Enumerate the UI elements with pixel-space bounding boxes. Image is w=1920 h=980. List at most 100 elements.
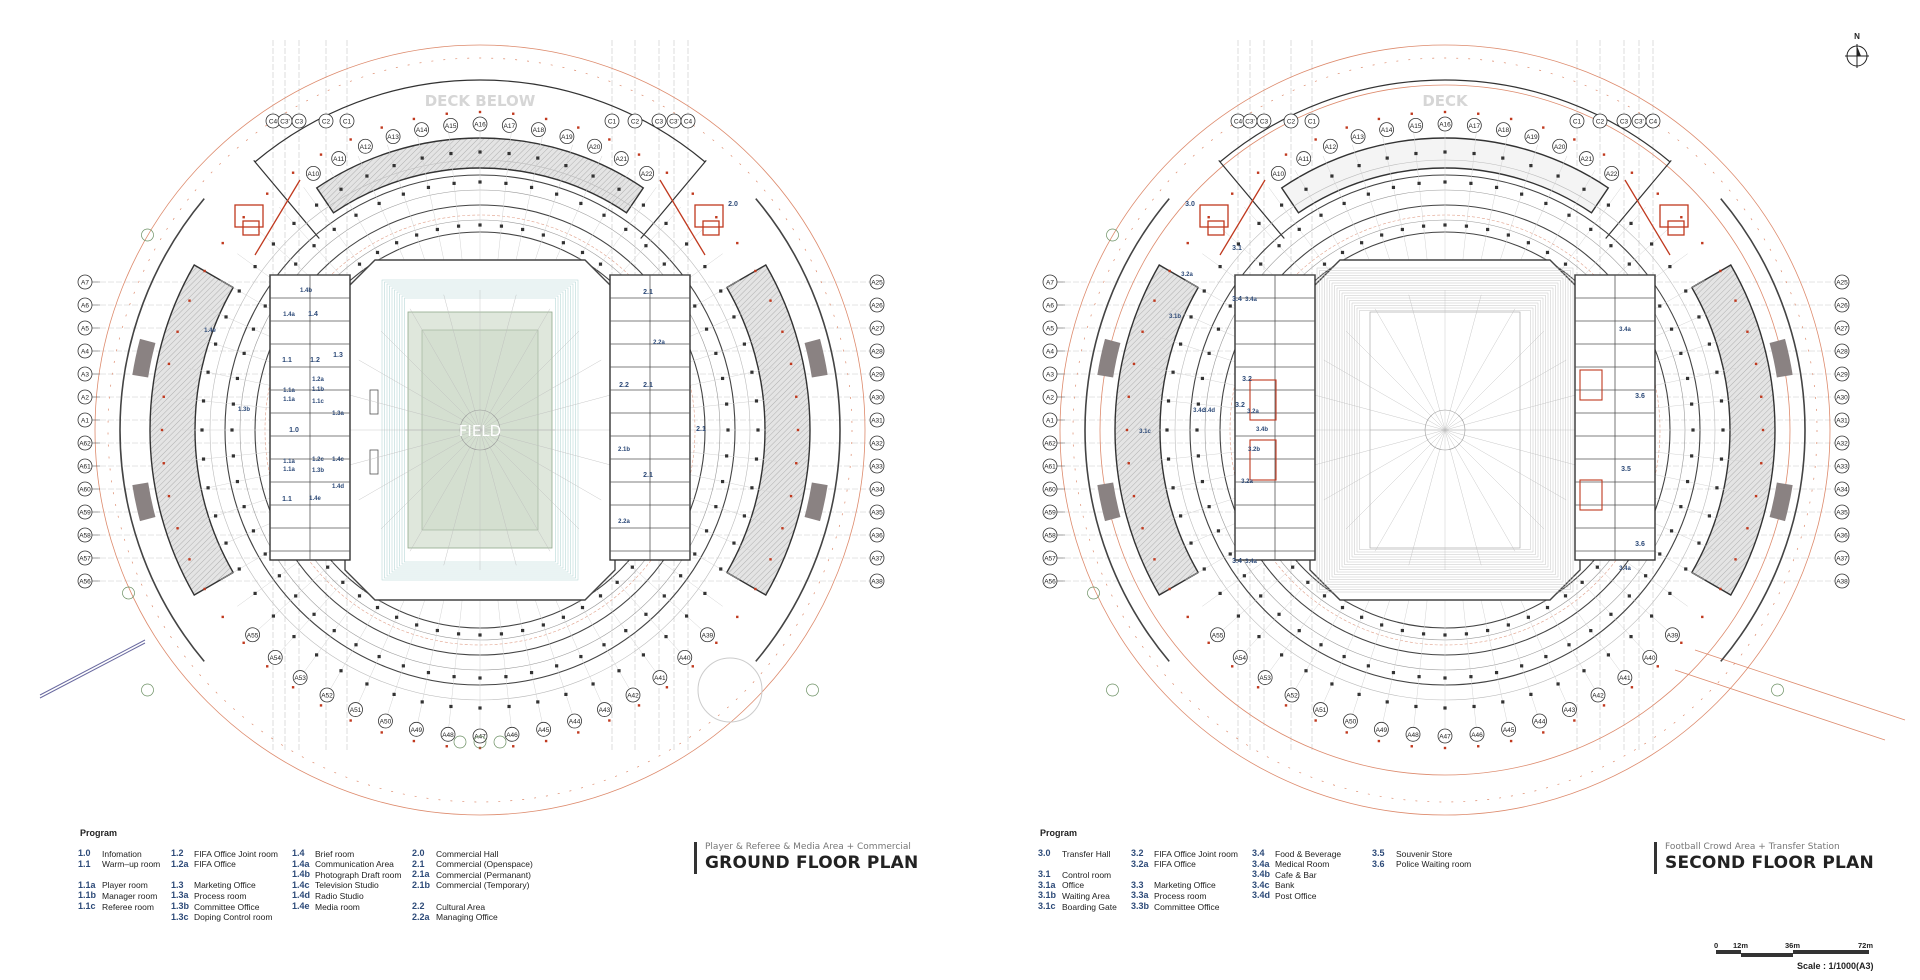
grid-bubble: A50 [1343,713,1358,729]
room-label: 1.3a [332,411,344,417]
grid-bubble-label: A50 [1345,719,1357,726]
grid-bubble: A29 [1834,366,1850,382]
legend-code: 2.2a [412,911,430,922]
grid-bubble: A2 [1042,389,1058,405]
grid-bubble: A26 [1834,297,1850,313]
grid-bubble: A55 [1210,627,1225,643]
grid-bubble-label: C3 [655,119,664,126]
room-label: 1.4 [308,311,318,318]
grid-bubble-label: A48 [1407,732,1419,739]
grid-bubble: A16 [472,116,488,132]
legend-label: Cafe & Bar [1275,869,1317,880]
grid-bubble-label: A52 [321,693,333,700]
grid-bubble: A61 [1042,458,1058,474]
grid-bubble: A11 [1296,151,1312,166]
legend-label: Communication Area [315,859,394,870]
grid-bubble-label: A33 [1836,464,1848,471]
grid-bubble: C1 [1304,113,1320,129]
grid-bubble-label: A3 [81,372,89,379]
scale-bar-segment [1793,950,1869,954]
legend-code: 1.3a [171,890,189,901]
room-label: 3.4b [1256,427,1268,433]
grid-bubble-label: A11 [1298,156,1309,163]
grid-bubble-label: A55 [1212,632,1224,639]
legend-code: 3.1c [1038,901,1056,911]
second-floor-title: SECOND FLOOR PLAN [1665,853,1874,873]
tree-icon [1106,683,1119,697]
grid-bubble-label: A26 [871,303,883,310]
legend-code: 3.1b [1038,890,1057,901]
grid-bubble-label: A6 [1046,303,1054,310]
tree-icon [1087,586,1100,600]
legend-code: 1.4 [292,848,305,858]
grid-bubble-label: A14 [1381,127,1393,134]
grid-bubble: A26 [869,297,885,313]
room-label: 1.4c [332,457,344,463]
tree-icon [1771,683,1784,697]
grid-bubble: A18 [1495,122,1511,138]
grid-bubble-label: A60 [79,487,91,494]
grid-bubble-label: A58 [1044,533,1056,540]
grid-bubble: A33 [869,458,885,474]
grid-bubble-label: A37 [871,556,883,563]
grid-bubble-label: A29 [1836,372,1848,379]
grid-bubble-label: A58 [79,533,91,540]
legend-code: 2.0 [412,848,425,858]
grid-bubble: A41 [1617,670,1633,685]
grid-bubble-label: A5 [81,326,89,333]
room-label: 3.4 [1232,296,1242,303]
program-heading: Program [1040,828,1078,838]
legend-code: 1.3 [171,879,184,890]
grid-bubble: A27 [1834,320,1850,336]
grid-bubble-label: A51 [350,707,362,714]
tree-icon [1106,228,1119,242]
grid-bubble-label: A39 [702,632,714,639]
grid-bubble-label: C3' [1245,119,1255,126]
north-arrow-icon: N [1845,32,1869,68]
grid-bubble: A48 [440,726,456,742]
room-label: 3.4a [1619,566,1631,572]
legend-code: 1.4e [292,901,310,911]
grid-bubble: C3 [1256,113,1272,129]
grid-bubble-label: A51 [1315,707,1327,714]
legend-label: FIFA Office Joint room [1154,848,1238,859]
grid-bubble: C2 [1592,113,1608,129]
grid-bubble: A36 [869,527,885,543]
ground-floor-plan: DECK BELOWFIELDA7A6A5A4A3A2A1A62A61A60A5… [77,40,885,816]
legend-code: 1.4b [292,869,311,880]
scale-tick-0: 0 [1714,941,1719,950]
field-label: FIELD [459,422,501,440]
second-floor-title-block: Football Crowd Area + Transfer Station S… [1654,842,1874,874]
grid-bubble-label: A49 [1376,727,1388,734]
legend-code: 2.1 [412,858,425,869]
scale-tick-72m: 72m [1858,941,1874,950]
legend-label: Marketing Office [1154,880,1216,891]
plaza-circle [697,657,763,723]
legend-label: Food & Beverage [1275,848,1342,859]
grid-bubble: A51 [348,702,363,717]
grid-bubble-label: A43 [599,707,611,714]
grid-bubble-label: A31 [1836,418,1848,425]
legend-code: 3.1 [1038,869,1051,880]
room-label: 3.1c [1139,429,1151,435]
room-label: 1.2a [312,377,324,383]
legend-label: Committee Office [1154,901,1220,912]
grid-bubble-label: A18 [1498,127,1510,134]
grid-bubble: A57 [1042,550,1058,566]
grid-bubble: A45 [536,721,552,737]
grid-bubble: A44 [567,713,582,729]
room-label: 2.2a [618,519,630,525]
grid-bubble: A3 [77,366,93,382]
grid-bubble-label: C3' [280,119,290,126]
grid-bubble-label: A56 [79,579,91,586]
tree-icon [122,586,135,600]
grid-bubble-label: C1 [1573,119,1582,126]
grid-bubble-label: A44 [569,719,581,726]
room-label: 1.4b [300,288,312,294]
grid-bubble: A39 [1665,627,1680,643]
grid-bubble: A35 [869,504,885,520]
grid-bubble: A59 [77,504,93,520]
grid-bubble: A48 [1405,726,1421,742]
grid-bubble-label: A26 [1836,303,1848,310]
